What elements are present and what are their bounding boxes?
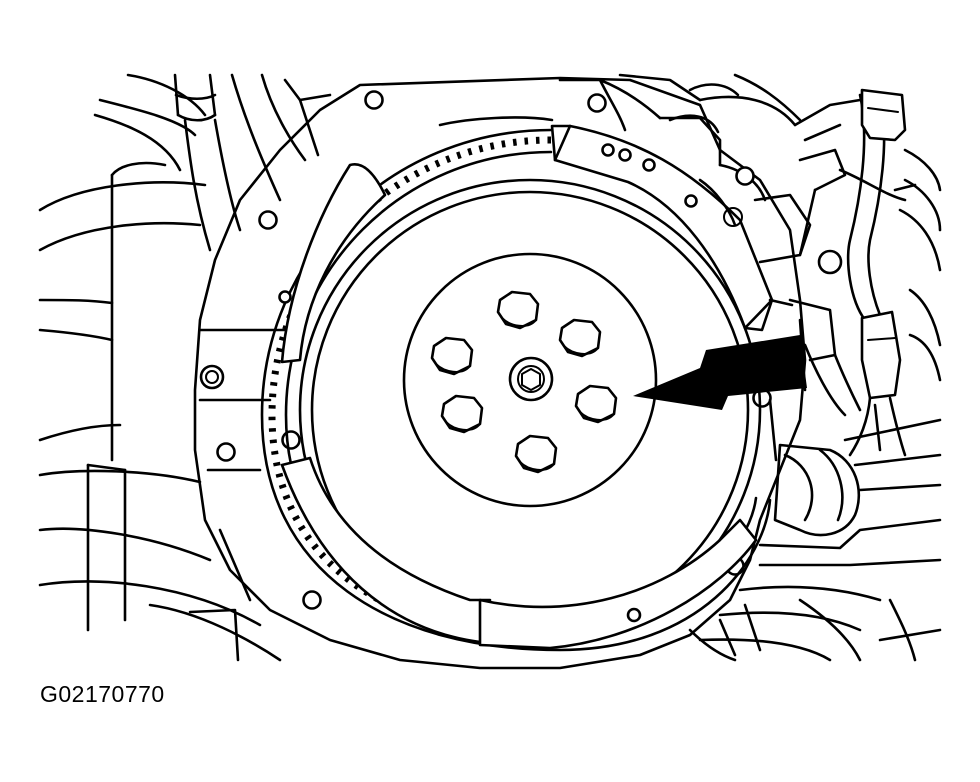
engine-background-lines	[38, 73, 942, 662]
bolt-lower-right	[574, 384, 618, 424]
pointer-arrow	[633, 335, 807, 410]
bolt-upper-right	[558, 318, 602, 358]
bolt-lower-left	[440, 394, 484, 434]
flywheel	[260, 124, 774, 652]
housing-details	[218, 116, 794, 602]
bolt-bottom	[514, 434, 558, 474]
flywheel-bolts	[430, 290, 618, 474]
bolt-upper-left	[430, 336, 474, 376]
figure-id-label: G02170770	[40, 681, 165, 707]
bolt-top	[496, 290, 540, 330]
